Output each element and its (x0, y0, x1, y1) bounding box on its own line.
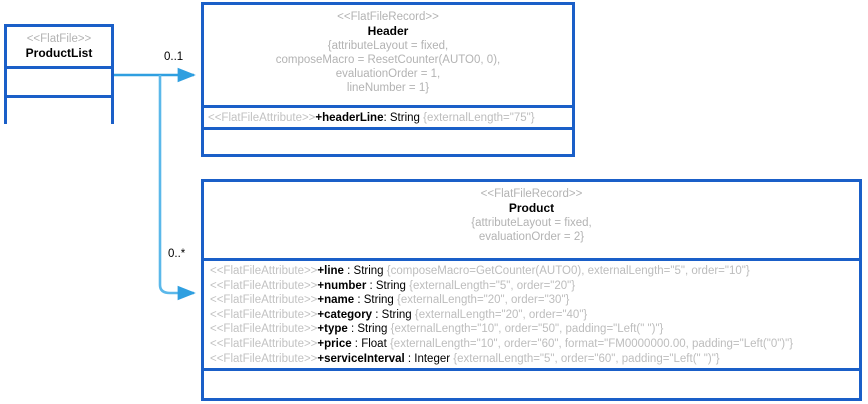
attribute-signature: +line (317, 265, 344, 277)
stereotype-label: <<FlatFile>> (26, 33, 92, 45)
attribute-type: : String (347, 323, 388, 336)
attribute-row[interactable]: <<FlatFileAttribute>>+headerLine: String… (208, 111, 566, 126)
attribute-type: : String (343, 265, 384, 277)
attribute-type: : Integer (404, 352, 451, 365)
attributes-compartment-header[interactable]: <<FlatFileAttribute>>+headerLine: String… (204, 105, 572, 127)
attribute-signature: +type (317, 323, 348, 336)
attribute-properties: {externalLength="75"} (423, 112, 535, 124)
attribute-row[interactable]: <<FlatFileAttribute>>+type : String {ext… (210, 322, 853, 337)
attribute-stereotype: <<FlatFileAttribute>> (210, 323, 318, 336)
attribute-properties: {externalLength="5", order="20"} (409, 279, 576, 292)
attribute-signature: +number (317, 279, 367, 292)
attribute-type: : String (354, 294, 394, 307)
attribute-type: : String (372, 308, 412, 321)
class-box-product-list[interactable]: <<FlatFile>> ProductList (4, 24, 114, 124)
class-name-label: Product (508, 201, 555, 215)
class-name-label: ProductList (25, 46, 93, 60)
attribute-row[interactable]: <<FlatFileAttribute>>+number : String {e… (210, 279, 853, 294)
attribute-type: : Float (351, 337, 387, 350)
attribute-properties: {externalLength="20", order="40"} (414, 308, 588, 321)
attribute-stereotype: <<FlatFileAttribute>> (210, 265, 318, 277)
class-box-product[interactable]: <<FlatFileRecord>> Product {attributeLay… (201, 179, 862, 401)
class-box-header[interactable]: <<FlatFileRecord>> Header {attributeLayo… (201, 2, 575, 157)
attribute-row[interactable]: <<FlatFileAttribute>>+name : String {ext… (210, 293, 853, 308)
operations-compartment-header[interactable] (204, 127, 572, 154)
attribute-row[interactable]: <<FlatFileAttribute>>+line : String {com… (210, 264, 853, 279)
class-name-label: Header (367, 24, 409, 38)
attributes-compartment-product-list[interactable] (7, 66, 111, 95)
attribute-type: : String (383, 112, 420, 124)
attribute-properties: {externalLength="10", order="50", paddin… (390, 323, 664, 336)
attribute-signature: +serviceInterval (317, 352, 405, 365)
attribute-signature: +headerLine (315, 112, 384, 124)
tagged-values-label: {attributeLayout = fixed, composeMacro =… (275, 40, 501, 94)
attribute-row[interactable]: <<FlatFileAttribute>>+serviceInterval : … (210, 352, 853, 367)
attribute-stereotype: <<FlatFileAttribute>> (210, 308, 318, 321)
attribute-properties: {externalLength="5", order="60", padding… (453, 352, 720, 365)
operations-compartment-product-list[interactable] (7, 95, 111, 124)
operations-compartment-product[interactable] (204, 368, 859, 395)
attribute-properties: {externalLength="10", order="60", format… (389, 337, 794, 350)
stereotype-label: <<FlatFileRecord>> (337, 11, 439, 23)
attribute-properties: {composeMacro=GetCounter(AUTO0), externa… (386, 265, 750, 277)
class-header-product: <<FlatFileRecord>> Product {attributeLay… (204, 182, 859, 258)
multiplicity-label-header: 0..1 (164, 51, 184, 63)
class-header-product-list: <<FlatFile>> ProductList (7, 27, 111, 66)
attribute-signature: +name (317, 294, 355, 307)
attribute-signature: +price (317, 337, 352, 350)
tagged-values-label: {attributeLayout = fixed, evaluationOrde… (471, 217, 592, 243)
multiplicity-label-product: 0..* (168, 248, 186, 260)
attribute-stereotype: <<FlatFileAttribute>> (210, 279, 318, 292)
attribute-type: : String (366, 279, 406, 292)
attribute-signature: +category (317, 308, 373, 321)
attribute-stereotype: <<FlatFileAttribute>> (210, 337, 318, 350)
stereotype-label: <<FlatFileRecord>> (480, 188, 583, 200)
class-header-header: <<FlatFileRecord>> Header {attributeLayo… (204, 5, 572, 105)
association-line-product (158, 75, 196, 301)
attribute-stereotype: <<FlatFileAttribute>> (208, 112, 316, 124)
attribute-properties: {externalLength="20", order="30"} (397, 294, 570, 307)
attribute-stereotype: <<FlatFileAttribute>> (210, 294, 318, 307)
attributes-compartment-product[interactable]: <<FlatFileAttribute>>+line : String {com… (204, 258, 859, 368)
attribute-row[interactable]: <<FlatFileAttribute>>+category : String … (210, 308, 853, 323)
attribute-row[interactable]: <<FlatFileAttribute>>+price : Float {ext… (210, 337, 853, 352)
attribute-stereotype: <<FlatFileAttribute>> (210, 352, 318, 365)
